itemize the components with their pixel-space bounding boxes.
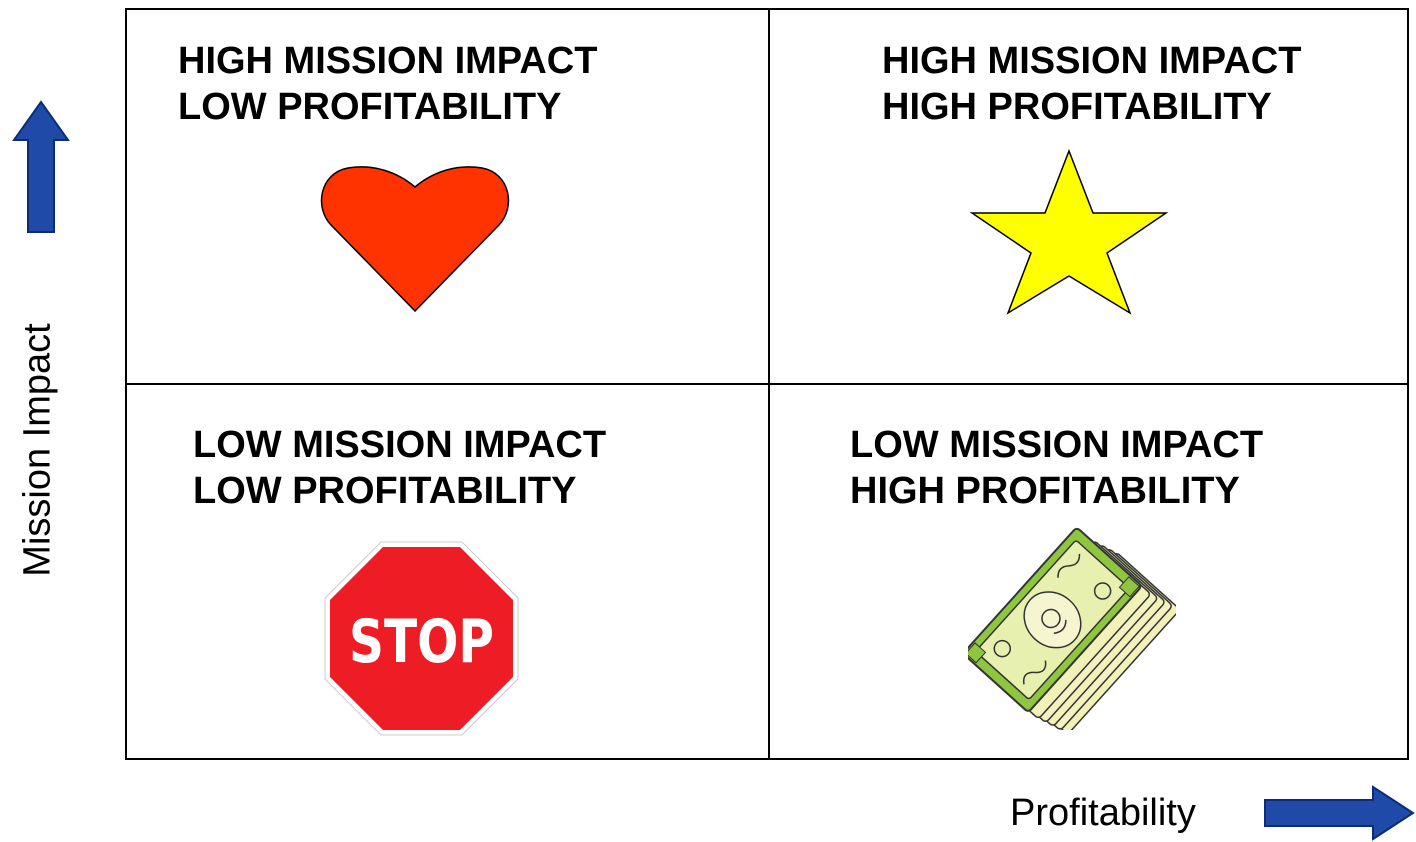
quadrant-top-left-line1: HIGH MISSION IMPACT (178, 40, 598, 82)
quadrant-bottom-left-line2: LOW PROFITABILITY (193, 470, 577, 512)
heart-icon (320, 166, 510, 313)
money-stack-icon (968, 527, 1176, 730)
quadrant-top-right-title: HIGH MISSION IMPACT HIGH PROFITABILITY (882, 38, 1301, 130)
horizontal-divider (127, 383, 1407, 385)
stop-sign-icon: STOP (324, 541, 519, 736)
matrix-grid (125, 8, 1409, 760)
quadrant-bottom-left-title: LOW MISSION IMPACT LOW PROFITABILITY (193, 422, 606, 514)
quadrant-top-right-line2: HIGH PROFITABILITY (882, 86, 1272, 128)
quadrant-top-left-line2: LOW PROFITABILITY (178, 86, 562, 128)
x-axis-label: Profitability (1010, 792, 1196, 834)
quadrant-top-left-title: HIGH MISSION IMPACT LOW PROFITABILITY (178, 38, 597, 130)
quadrant-top-right-line1: HIGH MISSION IMPACT (882, 40, 1302, 82)
quadrant-bottom-right-title: LOW MISSION IMPACT HIGH PROFITABILITY (850, 422, 1263, 514)
y-axis-label: Mission Impact (16, 323, 59, 577)
star-icon (969, 148, 1169, 315)
quadrant-bottom-right-line1: LOW MISSION IMPACT (850, 424, 1264, 466)
quadrant-bottom-left-line1: LOW MISSION IMPACT (193, 424, 607, 466)
arrow-up-icon (12, 100, 70, 233)
quadrant-bottom-right-line2: HIGH PROFITABILITY (850, 470, 1240, 512)
arrow-right-icon (1264, 785, 1415, 841)
stop-sign-text: STOP (349, 607, 494, 677)
